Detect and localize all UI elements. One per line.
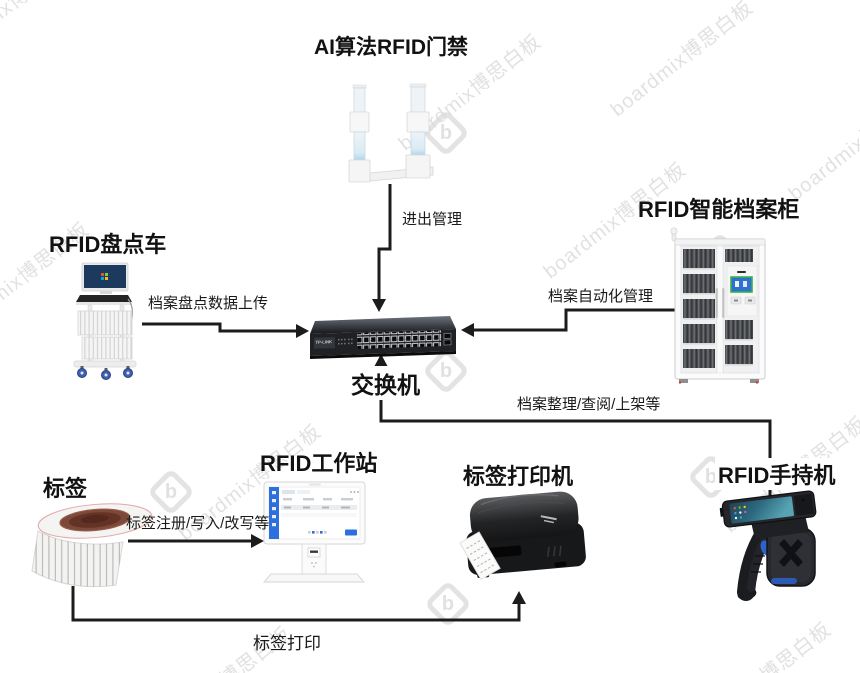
edge-label-gate-switch[interactable]: 进出管理 xyxy=(402,211,463,228)
node-title-workstation[interactable]: RFID工作站 xyxy=(260,451,378,476)
arrowhead-up-icon xyxy=(374,354,388,367)
node-title-cart[interactable]: RFID盘点车 xyxy=(49,232,167,257)
arrowhead-right-icon xyxy=(296,324,309,338)
label-printer-image[interactable] xyxy=(450,489,592,589)
rfid-handheld-image[interactable] xyxy=(717,486,823,614)
rfid-cabinet-image[interactable] xyxy=(670,226,770,388)
network-switch-image[interactable]: TP-LINK xyxy=(307,314,457,362)
rfid-gate-image[interactable] xyxy=(346,83,438,185)
node-title-handheld[interactable]: RFID手持机 xyxy=(715,458,839,490)
edge-label-labels-printer[interactable]: 标签打印 xyxy=(253,634,321,653)
edge-gate-switch-line xyxy=(377,184,392,300)
edge-cabinet-switch-line xyxy=(474,308,675,332)
edge-label-switch-handheld[interactable]: 档案整理/查阅/上架等 xyxy=(517,396,661,413)
node-title-gate[interactable]: AI算法RFID门禁 xyxy=(314,36,468,59)
rfid-workstation-image[interactable] xyxy=(261,474,371,586)
edge-labels-printer-line xyxy=(71,586,521,622)
arrowhead-right-icon xyxy=(251,534,264,548)
node-title-labels[interactable]: 标签 xyxy=(43,476,88,501)
rfid-cart-image[interactable] xyxy=(66,261,148,383)
arrowhead-down-icon xyxy=(372,299,386,312)
node-title-printer[interactable]: 标签打印机 xyxy=(463,464,574,489)
edge-label-labels-workstation[interactable]: 标签注册/写入/改写等 xyxy=(126,515,270,532)
arrowhead-up-icon xyxy=(512,591,526,604)
edge-label-cart-switch[interactable]: 档案盘点数据上传 xyxy=(148,295,269,312)
edge-label-cabinet-switch[interactable]: 档案自动化管理 xyxy=(548,288,654,305)
arrowhead-left-icon xyxy=(461,323,474,337)
node-title-switch[interactable]: 交换机 xyxy=(348,366,423,400)
svg-text:TP-LINK: TP-LINK xyxy=(316,339,333,345)
node-title-cabinet[interactable]: RFID智能档案柜 xyxy=(638,197,800,222)
label-roll-image[interactable] xyxy=(20,497,168,591)
edge-cart-switch-line xyxy=(142,322,297,333)
